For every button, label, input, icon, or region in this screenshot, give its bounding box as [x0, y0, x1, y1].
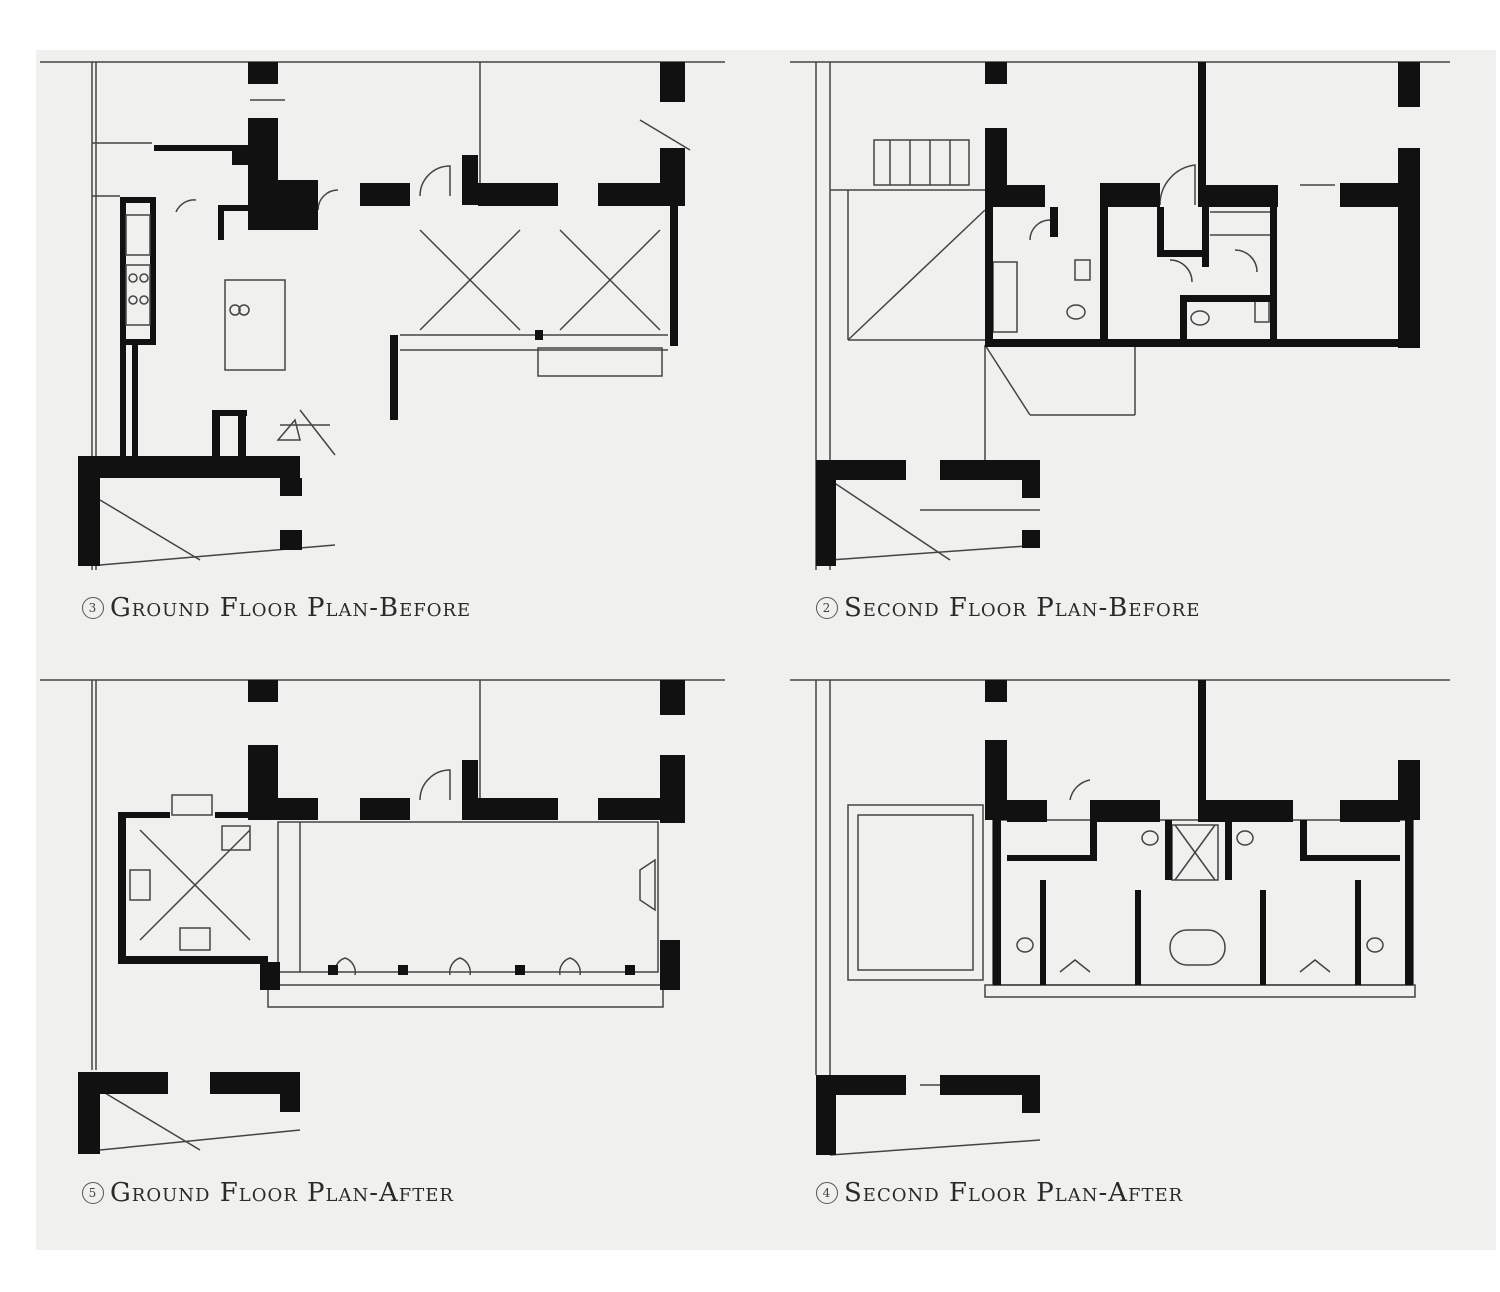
plan-second-floor-before-walls [816, 62, 1420, 566]
paper-background [36, 50, 1496, 1250]
plan-number-badge: 5 [82, 1182, 104, 1204]
plan-ground-floor-after [40, 679, 725, 1151]
plan-ground-floor-before-walls [78, 62, 685, 566]
plan-second-floor-before [790, 61, 1450, 570]
plan-second-floor-after-walls [816, 680, 1420, 1155]
plan-number-badge: 3 [82, 597, 104, 619]
plan-number-badge: 2 [816, 597, 838, 619]
plan-caption: 4 Second Floor Plan-After [816, 1178, 1183, 1208]
plan-title: Ground Floor Plan-Before [110, 593, 472, 623]
plan-caption: 5 Ground Floor Plan-After [82, 1178, 454, 1208]
plan-ground-floor-before-range [125, 214, 151, 326]
plan-ground-floor-after-walls [78, 680, 685, 1154]
plan-caption: 3 Ground Floor Plan-Before [82, 593, 471, 623]
plan-ground-floor-before [40, 61, 725, 570]
plan-title: Second Floor Plan-After [844, 1178, 1184, 1208]
plan-caption: 2 Second Floor Plan-Before [816, 593, 1200, 623]
plan-title: Second Floor Plan-Before [844, 593, 1201, 623]
plan-title: Ground Floor Plan-After [110, 1178, 454, 1208]
plan-number-badge: 4 [816, 1182, 838, 1204]
